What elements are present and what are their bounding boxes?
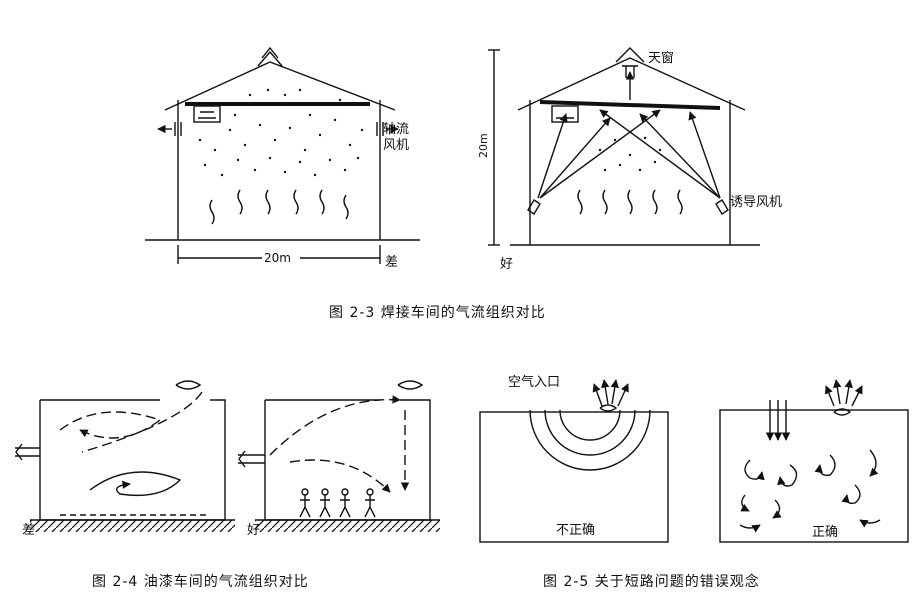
fig24-left-verdict: 差: [22, 523, 36, 538]
fig25-left-inlet-label: 空气入口: [508, 375, 561, 390]
fig23-right-vent-label: 天窗: [648, 51, 675, 66]
fig23-right-fan-label: 诱导风机: [730, 195, 783, 210]
fig25-left-verdict: 不正确: [556, 523, 596, 538]
fig25-right-room: [719, 379, 909, 543]
fig23-left-verdict: 差: [385, 255, 399, 270]
fig24-left-room: [15, 380, 235, 532]
fig23-right-verdict: 好: [500, 257, 514, 272]
fig24-right-verdict: 好: [247, 523, 261, 538]
fig23-caption: 图 2-3 焊接车间的气流组织对比: [329, 305, 546, 321]
fig24-right-room: [238, 380, 440, 532]
fig23-left-fan-label: 轴流 风机: [383, 122, 410, 153]
fig23-right-dimension: 20m: [477, 133, 490, 158]
fig24-caption: 图 2-4 油漆车间的气流组织对比: [92, 574, 309, 590]
fig23-right-building: [488, 47, 760, 246]
worker-figures: [299, 488, 376, 518]
fig25-right-verdict: 正确: [812, 525, 839, 540]
fig25-caption: 图 2-5 关于短路问题的错误观念: [543, 574, 760, 590]
fig23-left-building: [145, 46, 420, 264]
fig23-left-dimension: 20m: [264, 251, 291, 265]
fig25-left-room: [479, 379, 669, 543]
